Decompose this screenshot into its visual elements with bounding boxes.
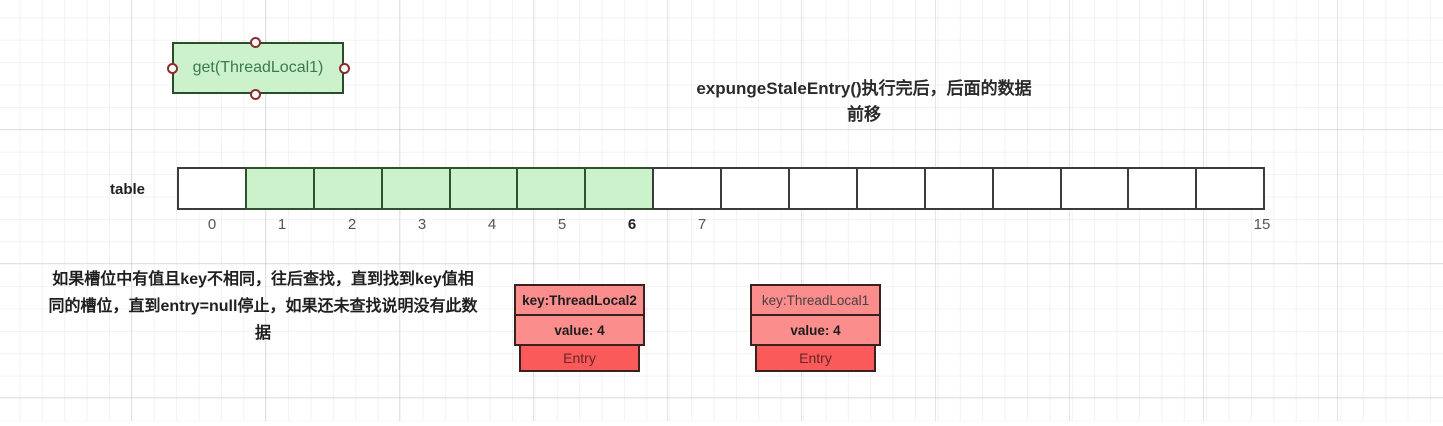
entry-box-threadlocal1[interactable]: key:ThreadLocal1 value: 4 Entry [750,284,881,372]
call-node-label: get(ThreadLocal1) [192,59,324,76]
table-label: table [110,181,146,198]
entry-value-row: value: 4 [750,314,881,346]
table-slots [177,167,1266,210]
entry-box-threadlocal2[interactable]: key:ThreadLocal2 value: 4 Entry [514,284,645,372]
index-label-6: 6 [627,216,637,233]
table-slot-2[interactable] [312,167,383,210]
index-label-5: 5 [557,216,567,233]
table-slot-11[interactable] [923,167,994,210]
index-label-1: 1 [277,216,287,233]
table-slot-4[interactable] [448,167,519,210]
table-slot-12[interactable] [991,167,1062,210]
entry-footer-label: Entry [519,344,640,372]
node-port-top-icon[interactable] [250,37,261,48]
index-label-2: 2 [347,216,357,233]
table-slot-15[interactable] [1195,167,1266,210]
table-slot-7[interactable] [652,167,723,210]
index-label-4: 4 [487,216,497,233]
index-label-7: 7 [697,216,707,233]
table-slot-9[interactable] [788,167,858,210]
table-slot-10[interactable] [855,167,926,210]
index-label-0: 0 [207,216,217,233]
diagram-title: expungeStaleEntry()执行完后，后面的数据前移 [696,79,1032,124]
node-port-bottom-icon[interactable] [250,89,261,100]
entry-value-row: value: 4 [514,314,645,346]
table-slot-1[interactable] [244,167,315,210]
node-port-right-icon[interactable] [339,63,350,74]
table-slot-5[interactable] [516,167,587,210]
lookup-rule-annotation: 如果槽位中有值且key不相同，往后查找，直到找到key值相同的槽位，直到entr… [48,271,478,342]
table-slot-0[interactable] [177,167,247,210]
table-slot-8[interactable] [720,167,791,210]
table-slot-14[interactable] [1127,167,1198,210]
index-label-3: 3 [417,216,427,233]
node-port-left-icon[interactable] [167,63,178,74]
table-slot-6[interactable] [584,167,655,210]
index-label-15: 15 [1253,216,1271,233]
entry-key-row: key:ThreadLocal1 [750,284,881,316]
entry-key-row: key:ThreadLocal2 [514,284,645,316]
table-slot-13[interactable] [1059,167,1130,210]
entry-footer-label: Entry [755,344,876,372]
call-node-get-threadlocal1[interactable]: get(ThreadLocal1) [172,42,344,94]
table-slot-3[interactable] [380,167,451,210]
